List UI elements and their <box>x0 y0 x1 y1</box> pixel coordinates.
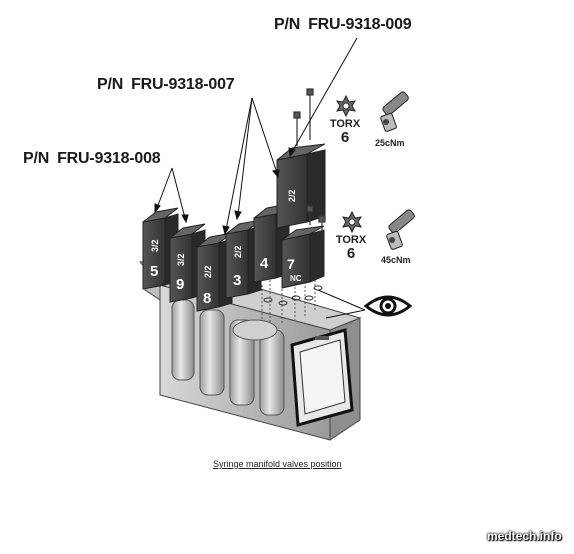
valve-type: 2/2 <box>287 189 297 202</box>
torx-icon <box>342 210 362 234</box>
pointer-lines <box>154 37 366 319</box>
part-number-label-009: P/N FRU-9318-009 <box>274 16 412 34</box>
torque-wrench-icon <box>386 209 415 250</box>
watermark: medtech.info <box>487 529 562 543</box>
front-flange <box>290 328 354 427</box>
valve-type: 3/2 <box>176 253 186 266</box>
pn-prefix: P/N <box>23 150 50 167</box>
torque-value-upper: 25cNm <box>375 138 405 148</box>
figure-caption: Syringe manifold valves position <box>213 459 342 469</box>
part-number-label-007: P/N FRU-9318-007 <box>97 76 235 94</box>
tool-size: 6 <box>346 245 356 262</box>
valve-number: 5 <box>150 263 158 280</box>
valve-number: 8 <box>203 290 211 307</box>
valve-type: 3/2 <box>150 239 160 252</box>
tool-size: 6 <box>340 129 350 146</box>
pn-code: FRU-9318-009 <box>308 16 412 33</box>
torx-icon <box>336 94 356 118</box>
valve-number: 9 <box>176 276 184 293</box>
tool-name: TORX <box>329 118 361 130</box>
syringe-cylinders <box>171 299 285 416</box>
valve-type: 2/2 <box>233 245 243 258</box>
pn-prefix: P/N <box>97 76 124 93</box>
pn-prefix: P/N <box>274 16 301 33</box>
valve-number: 4 <box>260 255 269 272</box>
valve-type: NC <box>290 274 302 283</box>
pn-code: FRU-9318-007 <box>131 76 235 93</box>
valve-labels: 5 3/2 9 3/2 8 2/2 3 2/2 4 7 NC 2/2 <box>150 189 302 307</box>
torque-wrench-icon <box>380 91 409 132</box>
o-rings <box>263 285 323 306</box>
valve-type: 2/2 <box>203 265 213 278</box>
valve-number: 7 <box>287 256 295 272</box>
torx-spec-lower: TORX 6 <box>331 233 371 261</box>
torx-spec-upper: TORX 6 <box>325 117 365 145</box>
screws <box>293 88 326 240</box>
torque-value-lower: 45cNm <box>381 255 411 265</box>
valve-blocks <box>142 143 326 312</box>
part-number-label-008: P/N FRU-9318-008 <box>23 150 161 168</box>
valve-number: 3 <box>233 272 241 289</box>
pn-code: FRU-9318-008 <box>57 150 161 167</box>
eye-icon <box>363 295 413 317</box>
tool-name: TORX <box>335 234 367 246</box>
